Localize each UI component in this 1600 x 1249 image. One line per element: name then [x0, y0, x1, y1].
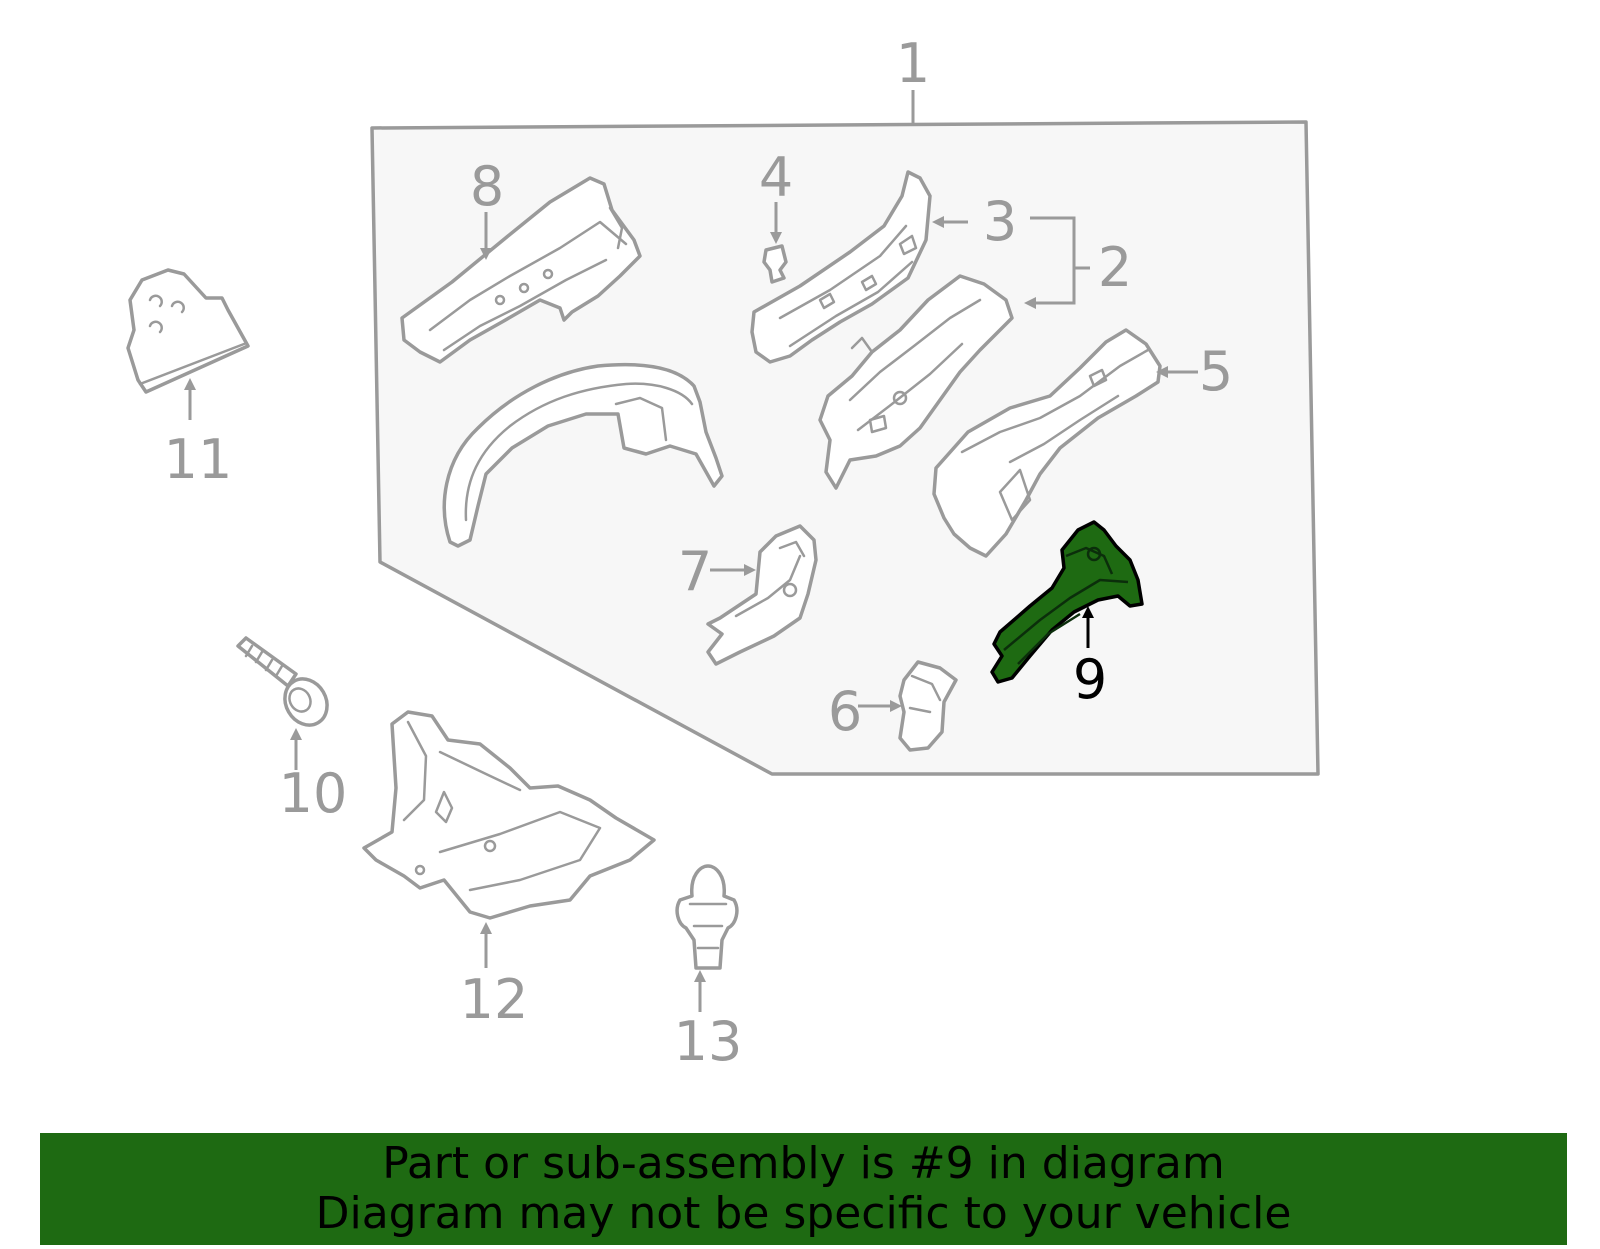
banner-line-2: Diagram may not be specific to your vehi… [315, 1188, 1292, 1239]
arrowhead-13 [694, 970, 706, 982]
part-3-apron-rail[interactable] [750, 170, 932, 364]
arrowhead-11 [184, 378, 196, 390]
callout-5: 5 [1199, 340, 1233, 403]
callout-8: 8 [470, 155, 504, 218]
part-5-rail-extension[interactable] [932, 328, 1162, 558]
arrowhead-4 [770, 232, 782, 244]
arrowhead-8 [480, 248, 492, 260]
callout-3: 3 [983, 190, 1017, 253]
callout-12: 12 [460, 968, 529, 1031]
part-13-push-clip[interactable] [675, 864, 739, 970]
callout-2: 2 [1098, 236, 1132, 299]
callout-1: 1 [896, 32, 930, 95]
callout-11: 11 [164, 428, 233, 491]
arrowhead-9 [1082, 606, 1094, 618]
part-11-bracket[interactable] [126, 268, 250, 394]
arrowhead-2 [1024, 297, 1036, 309]
callout-7: 7 [678, 540, 712, 603]
banner-line-1: Part or sub-assembly is #9 in diagram [382, 1138, 1225, 1189]
arrowhead-12 [480, 922, 492, 934]
part-6-bracket[interactable] [898, 660, 958, 752]
callout-13: 13 [674, 1010, 743, 1073]
arrowhead-3 [932, 216, 944, 228]
part-9-highlighted[interactable] [990, 520, 1144, 684]
part-7-bracket[interactable] [706, 524, 818, 666]
bracket-2 [1030, 216, 1090, 305]
callout-4: 4 [759, 146, 793, 209]
part-4-clip[interactable] [762, 244, 788, 284]
callout-10: 10 [279, 762, 348, 825]
part-10-bolt[interactable] [236, 636, 335, 733]
arrowhead-10 [290, 728, 302, 740]
part-8-rail[interactable] [400, 176, 642, 364]
part-12-splash-shield[interactable] [362, 710, 656, 920]
info-banner: Part or sub-assembly is #9 in diagram Di… [40, 1133, 1567, 1245]
arrowhead-5 [1156, 366, 1168, 378]
wheelhouse-part[interactable] [442, 362, 724, 548]
callout-6: 6 [828, 680, 862, 743]
arrowhead-6 [890, 700, 902, 712]
part-2-inner-apron[interactable] [818, 274, 1014, 490]
arrowhead-7 [744, 564, 756, 576]
callout-9: 9 [1073, 648, 1107, 711]
